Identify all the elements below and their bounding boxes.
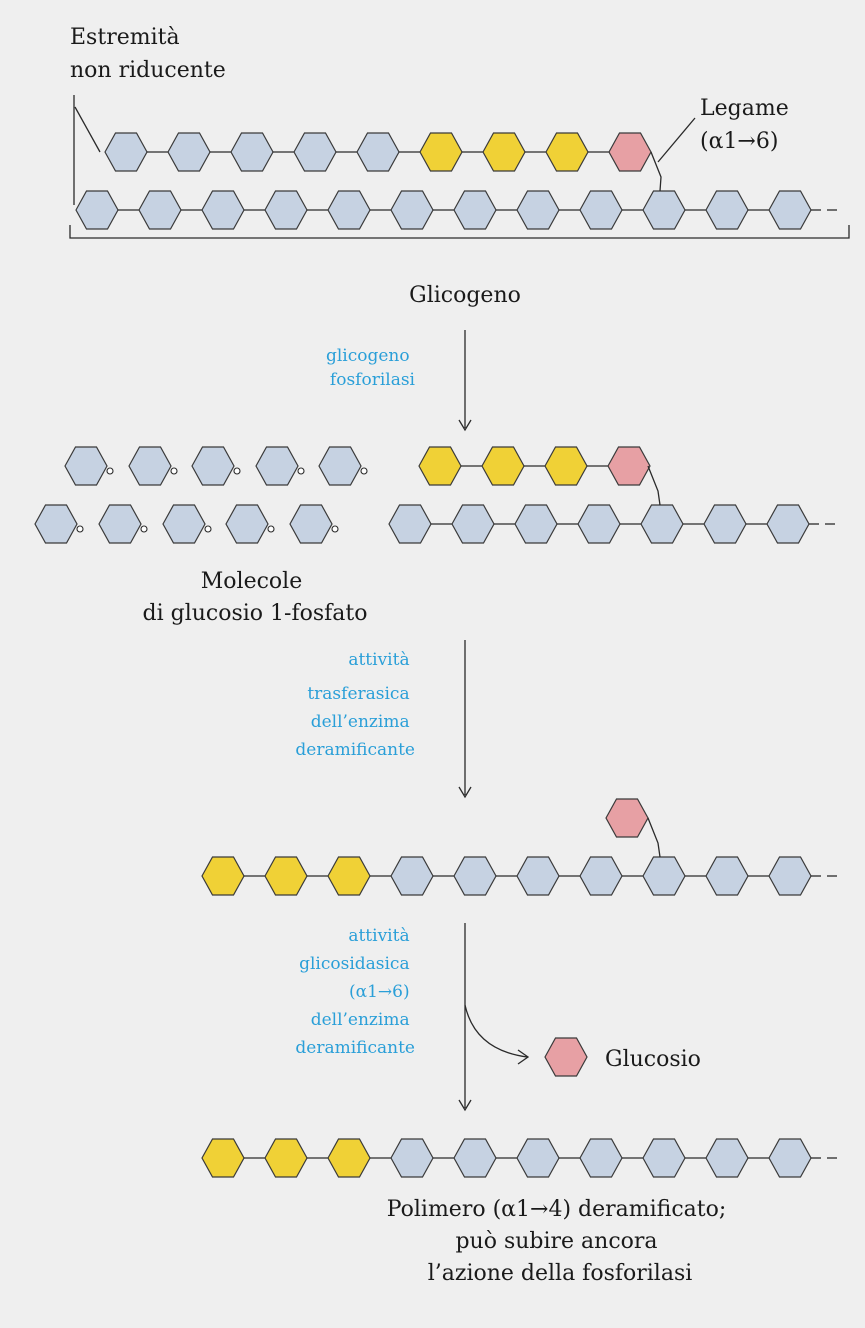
non-reducing-end-label: Estremità non riducente	[70, 25, 226, 83]
glycogen-label: Glicogeno	[409, 283, 521, 308]
release-arrow-icon	[464, 1004, 530, 1065]
glycogen-chains	[75, 132, 837, 230]
stage-after-phosphorylase: Molecole di glucosio 1-fosfato	[34, 446, 835, 626]
alpha1-6-bond	[647, 817, 661, 858]
step-phosphorylase: glicogeno fosforilasi	[326, 330, 472, 432]
stage-product: Polimero (α1→4) deramificato; può subire…	[201, 1138, 837, 1286]
bond-label: Legame (α1→6)	[700, 96, 796, 154]
transferase-enzyme-label: attività trasferasica dell’enzima derami…	[295, 650, 415, 760]
glucose-residue	[318, 446, 362, 486]
glucose-residue	[191, 446, 235, 486]
glucose-residue	[128, 446, 172, 486]
glucose-residue	[225, 504, 269, 544]
bond-pointer	[657, 117, 696, 163]
phosphate-group	[360, 467, 368, 475]
glycogen-bracket	[69, 225, 850, 239]
arrow-down-icon	[458, 330, 472, 432]
glucose-residue	[98, 504, 142, 544]
phosphate-group	[267, 525, 275, 533]
glucose-residue	[607, 446, 651, 486]
glucosidase-enzyme-label: attività glicosidasica (α1→6) dell’enzim…	[295, 926, 415, 1058]
arrow-down-icon	[458, 640, 472, 799]
phosphate-group	[331, 525, 339, 533]
glucose-label: Glucosio	[605, 1047, 701, 1072]
alpha1-6-bond	[647, 465, 661, 506]
phosphate-group	[170, 467, 178, 475]
phosphate-group	[204, 525, 212, 533]
residual-glycogen-chains	[388, 446, 835, 544]
phosphate-group	[76, 525, 84, 533]
glucose-residue	[162, 504, 206, 544]
glucose-residue	[34, 504, 78, 544]
step-glucosidase: attività glicosidasica (α1→6) dell’enzim…	[295, 923, 701, 1112]
phosphate-group	[106, 467, 114, 475]
stage-after-transferase	[201, 798, 837, 896]
glucose-1-phosphate-molecules	[34, 446, 368, 544]
glc1p-label: Molecole di glucosio 1-fosfato	[143, 569, 368, 626]
phosphate-group	[140, 525, 148, 533]
phosphate-group	[233, 467, 241, 475]
phosphate-group	[297, 467, 305, 475]
glucose-residue	[64, 446, 108, 486]
glucose-residue	[544, 1037, 588, 1077]
glucose-residue	[255, 446, 299, 486]
non-reducing-end-pointer-branch	[74, 106, 101, 153]
arrow-down-icon	[458, 923, 472, 1112]
alpha1-6-bond	[650, 151, 662, 192]
product-label: Polimero (α1→4) deramificato; può subire…	[387, 1197, 734, 1286]
debranched-polymer-chain	[201, 1138, 837, 1178]
glucose-residue	[289, 504, 333, 544]
step-transferase: attività trasferasica dell’enzima derami…	[295, 640, 472, 799]
stage-glycogen: Estremità non riducente Legame (α1→6) Gl…	[69, 25, 850, 308]
phosphorylase-enzyme-label: glicogeno fosforilasi	[326, 346, 416, 390]
released-glucose	[544, 1037, 588, 1077]
